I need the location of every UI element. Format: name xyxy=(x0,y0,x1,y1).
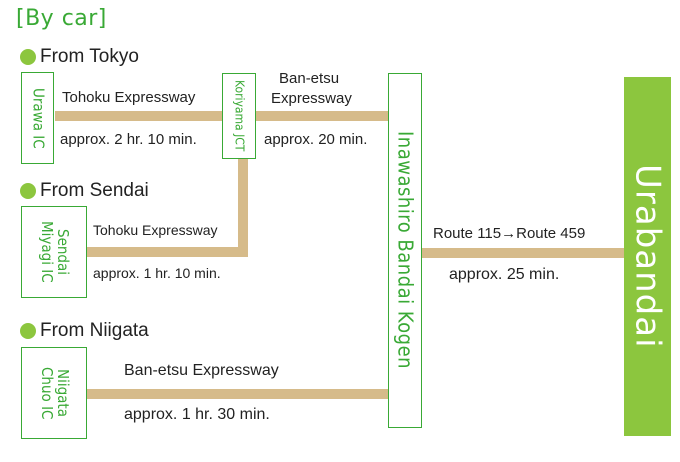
tokyo-road-label: Tohoku Expressway xyxy=(62,89,196,106)
origin-tokyo: From Tokyo xyxy=(20,46,139,68)
final-road-label: Route 115→Route 459 xyxy=(433,225,586,242)
road-koriyama-inawashiro xyxy=(255,111,390,121)
node-niigata-chuo-ic: Niigata Chuo IC xyxy=(21,347,87,439)
node-niigata-chuo-ic-label: Niigata Chuo IC xyxy=(38,366,72,420)
destination-urabandai: Urabandai xyxy=(624,77,671,436)
origin-dot-icon xyxy=(20,183,36,199)
final-time-label: approx. 25 min. xyxy=(449,266,560,283)
origin-niigata-label: From Niigata xyxy=(40,320,149,341)
node-urawa-ic-label: Urawa IC xyxy=(29,87,48,149)
tokyo-time-label: approx. 2 hr. 10 min. xyxy=(60,131,197,148)
node-urawa-ic: Urawa IC xyxy=(21,72,54,164)
origin-niigata: From Niigata xyxy=(20,320,149,342)
road-niigata-inawashiro xyxy=(86,389,390,399)
koriyama-time-label: approx. 20 min. xyxy=(264,131,368,148)
page-title: [By car] xyxy=(16,6,107,31)
node-koriyama-jct: Koriyama JCT xyxy=(222,73,256,159)
road-tokyo-urawa-koriyama xyxy=(55,111,230,121)
origin-dot-icon xyxy=(20,49,36,65)
road-sendai-vertical xyxy=(238,158,248,257)
node-sendai-miyagi-ic-label: Sendai Miyagi IC xyxy=(38,221,72,283)
origin-sendai: From Sendai xyxy=(20,180,149,202)
node-sendai-miyagi-ic: Sendai Miyagi IC xyxy=(21,206,87,298)
origin-sendai-label: From Sendai xyxy=(40,180,149,201)
koriyama-road-label-2: Expressway xyxy=(271,90,352,107)
niigata-road-label: Ban-etsu Expressway xyxy=(124,362,279,379)
road-inawashiro-urabandai xyxy=(422,248,627,258)
road-sendai-horizontal xyxy=(86,247,248,257)
origin-dot-icon xyxy=(20,323,36,339)
destination-urabandai-label: Urabandai xyxy=(627,164,668,349)
node-inawashiro-bandai-kogen: Inawashiro Bandai Kogen xyxy=(388,73,422,428)
sendai-time-label: approx. 1 hr. 10 min. xyxy=(93,265,221,281)
niigata-time-label: approx. 1 hr. 30 min. xyxy=(124,406,270,423)
sendai-road-label: Tohoku Expressway xyxy=(93,222,218,238)
node-koriyama-jct-label: Koriyama JCT xyxy=(232,80,247,152)
node-inawashiro-label: Inawashiro Bandai Kogen xyxy=(393,131,418,370)
koriyama-road-label-1: Ban-etsu xyxy=(279,70,340,87)
origin-tokyo-label: From Tokyo xyxy=(40,46,139,67)
